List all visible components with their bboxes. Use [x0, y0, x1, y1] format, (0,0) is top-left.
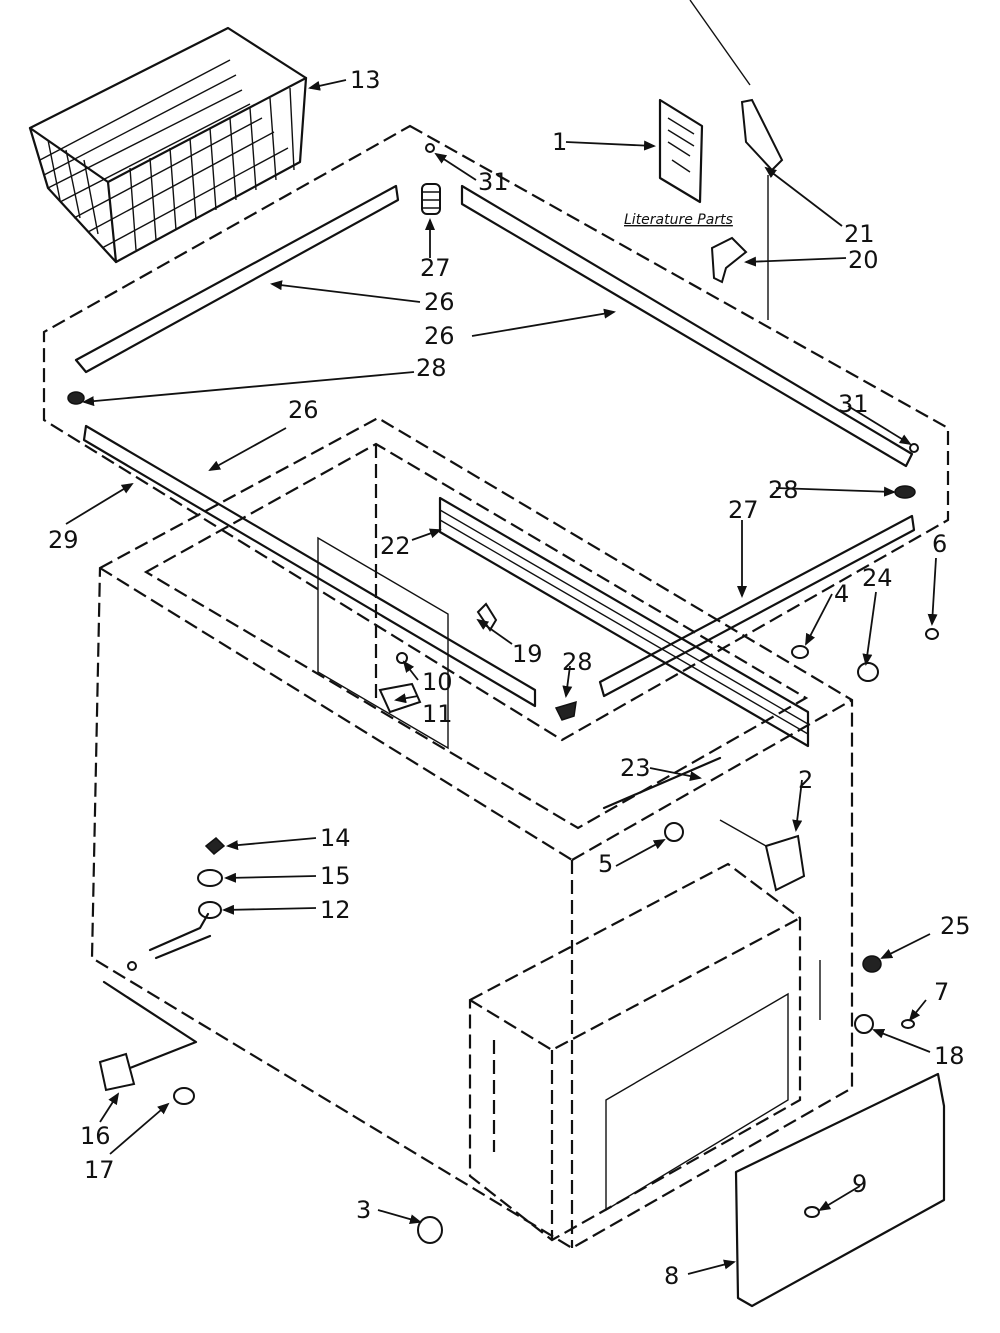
callout-17: 17 — [84, 1156, 115, 1184]
lid-small-parts — [67, 143, 919, 721]
cabinet-body — [90, 416, 854, 1250]
callout-29: 29 — [48, 526, 79, 554]
callout-13: 13 — [350, 66, 381, 94]
callout-24: 24 — [862, 564, 893, 592]
callout-18: 18 — [934, 1042, 965, 1070]
callout-11: 11 — [422, 700, 453, 728]
callout-9: 9 — [852, 1170, 867, 1198]
callout-16: 16 — [80, 1122, 111, 1150]
callout-23: 23 — [620, 754, 651, 782]
lid-outline — [42, 124, 950, 742]
callout-5: 5 — [598, 850, 613, 878]
callout-6: 6 — [932, 530, 947, 558]
callout-28-center: 28 — [562, 648, 593, 676]
callout-26-top: 26 — [424, 322, 455, 350]
callout-27-right: 27 — [728, 496, 759, 524]
callout-28-left: 28 — [416, 354, 447, 382]
drain-assembly — [98, 836, 226, 1105]
compressor-compartment — [468, 862, 802, 1242]
rear-bracket — [438, 496, 810, 748]
callout-7: 7 — [934, 978, 949, 1006]
access-cover — [734, 1072, 946, 1308]
callout-28-top: 27 — [420, 254, 451, 282]
callout-2: 2 — [798, 766, 813, 794]
callout-1: 1 — [552, 128, 567, 156]
callout-15: 15 — [320, 862, 351, 890]
callout-10: 10 — [422, 668, 453, 696]
callout-19: 19 — [512, 640, 543, 668]
callout-27-top: 26 — [424, 288, 455, 316]
callout-8: 8 — [664, 1262, 679, 1290]
misc-small-parts — [378, 602, 939, 1244]
callout-3: 3 — [356, 1196, 371, 1224]
callout-31-top: 31 — [478, 168, 509, 196]
callout-4: 4 — [834, 580, 849, 608]
callout-14: 14 — [320, 824, 351, 852]
literature-parts-caption: Literature Parts — [624, 212, 733, 228]
inner-panel — [317, 536, 449, 750]
callout-labels: 13 1 Literature Parts 21 20 31 27 26 26 … — [48, 66, 971, 1290]
callout-12: 12 — [320, 896, 351, 924]
lid-strips — [74, 184, 916, 708]
wire-basket — [28, 26, 308, 264]
literature-parts — [658, 0, 784, 320]
callout-28-right: 28 — [768, 476, 799, 504]
callout-22: 22 — [380, 532, 411, 560]
callout-25: 25 — [940, 912, 971, 940]
leader-lines — [65, 79, 938, 1275]
callout-20: 20 — [848, 246, 879, 274]
callout-21: 21 — [844, 220, 875, 248]
callout-26-front: 26 — [288, 396, 319, 424]
callout-31-right: 31 — [838, 390, 869, 418]
